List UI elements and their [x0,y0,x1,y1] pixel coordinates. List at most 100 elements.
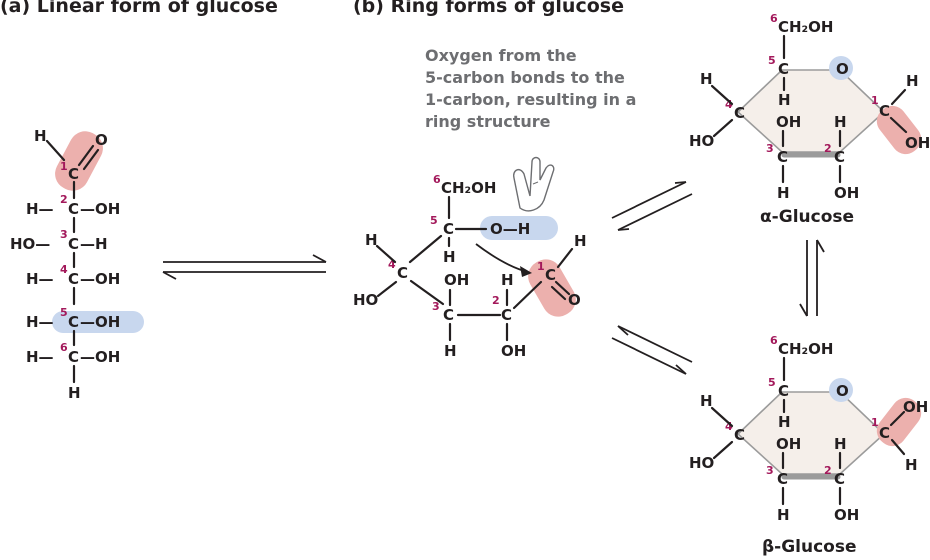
alpha-ch2oh: CH₂OH [778,18,833,36]
linear-c3-number: 3 [60,228,68,241]
beta-ring-oxygen-highlight [829,378,853,402]
linear-c4-oh: —OH [80,270,120,288]
equilibrium-arrow-alpha-beta [799,239,825,317]
alpha-ring-o: O [836,60,849,78]
beta-c5-h: H [778,413,791,431]
alpha-glucose-label: α-Glucose [760,207,854,227]
linear-form-heading: (a) Linear form of glucose [0,0,278,17]
linear-c3: C [68,235,79,253]
alpha-c6-number: 6 [770,12,778,25]
beta-c3-h: H [777,506,790,524]
linear-c5-h: H— [26,313,54,331]
beta-c2-number: 2 [824,464,832,477]
alpha-c3-number: 3 [766,142,774,155]
linear-c3-h: —H [80,235,108,253]
annotation-line-1: Oxygen from the [425,46,577,65]
alpha-c2-number: 2 [824,142,832,155]
alpha-c2-oh: OH [834,184,859,202]
alpha-c5: C [778,60,789,78]
annotation-line-2: 5-carbon bonds to the [425,68,625,87]
intermediate-c2-number: 2 [492,294,500,307]
linear-c2-h: H— [26,200,54,218]
beta-c1-highlight [876,397,922,447]
linear-c2-number: 2 [60,193,68,206]
intermediate-c2-oh: OH [501,342,526,360]
intermediate-c5-h: H [443,248,456,266]
linear-c6-h: H— [26,348,54,366]
intermediate-c3: C [443,306,454,324]
linear-c6-number: 6 [60,341,68,354]
beta-c1: C [879,424,890,442]
intermediate-c1-number: 1 [537,260,545,273]
beta-glucose-label: β-Glucose [762,537,857,557]
intermediate-c3-h: H [444,342,457,360]
linear-c5-number: 5 [60,306,68,319]
intermediate-c4-ho: HO [353,291,378,309]
intermediate-o-h: O—H [490,220,530,238]
ring-form-heading: (b) Ring forms of glucose [353,0,624,17]
beta-c1-h: H [905,456,918,474]
linear-c2-oh: —OH [80,200,120,218]
alpha-c5-h: H [778,91,791,109]
alpha-c4-number: 4 [725,98,733,111]
intermediate-c2: C [501,306,512,324]
linear-c1: C [68,165,79,183]
linear-c2: C [68,200,79,218]
linear-c1-number: 1 [60,160,68,173]
linear-c4-h: H— [26,270,54,288]
aldehyde-highlight [55,131,103,191]
beta-c5: C [778,382,789,400]
linear-c3-ho: HO— [10,235,50,253]
beta-c3-oh: OH [776,435,801,453]
alpha-c3-oh: OH [776,113,801,131]
alpha-c1-highlight [876,105,922,155]
beta-c2-oh: OH [834,506,859,524]
c5-hydroxyl-highlight [52,311,144,333]
linear-c6: C [68,348,79,366]
beta-c4-ho: HO [689,454,714,472]
linear-c1-h: H [34,127,47,145]
linear-c1-o: O [95,131,108,149]
intermediate-c3-number: 3 [432,300,440,313]
intermediate-oh-highlight [480,216,558,240]
alpha-c2: C [834,148,845,166]
linear-glucose: H 1 C O H— 2 C —OH HO— 3 C —H H— 4 C —OH… [10,127,144,402]
intermediate-c3-oh: OH [444,271,469,289]
beta-c2: C [834,470,845,488]
intermediate-c5: C [443,220,454,238]
intermediate-ch2oh: CH₂OH [441,179,496,197]
intermediate-c4-h: H [365,231,378,249]
linear-c5: C [68,313,79,331]
beta-c5-number: 5 [768,376,776,389]
annotation-line-4: ring structure [425,112,551,131]
alpha-c4: C [734,104,745,122]
equilibrium-arrow-beta [611,325,693,375]
intermediate-c2-h: H [501,271,514,289]
alpha-c1-oh: OH [905,134,930,152]
beta-c6-number: 6 [770,334,778,347]
alpha-c2-h: H [834,113,847,131]
annotation-line-3: 1-carbon, resulting in a [425,90,636,109]
beta-ch2oh: CH₂OH [778,340,833,358]
linear-bottom-h: H [68,384,81,402]
beta-c2-h: H [834,435,847,453]
alpha-c3: C [777,148,788,166]
beta-c4-number: 4 [725,420,733,433]
alpha-c5-number: 5 [768,54,776,67]
beta-c4: C [734,426,745,444]
pointing-hand-icon [512,156,555,212]
intermediate-c1-h: H [574,232,587,250]
intermediate-c4: C [397,264,408,282]
beta-c3: C [777,470,788,488]
beta-glucose: 6 CH₂OH 5 C H O 4 C H HO OH 3 C H H 2 C … [689,334,928,557]
beta-c4-h: H [700,392,713,410]
intermediate-c1: C [545,266,556,284]
beta-c1-number: 1 [871,416,879,429]
intermediate-c1-o: O [568,291,581,309]
linear-c5-oh: —OH [80,313,120,331]
alpha-c4-ho: HO [689,132,714,150]
alpha-c3-h: H [777,184,790,202]
alpha-c1: C [879,102,890,120]
beta-ring-o: O [836,382,849,400]
intermediate-c6-number: 6 [433,173,441,186]
